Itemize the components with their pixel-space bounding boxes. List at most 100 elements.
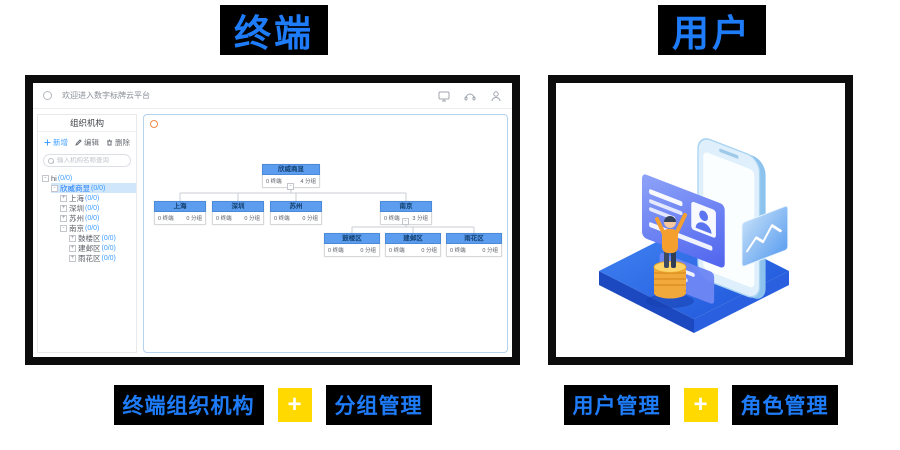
tree-item-label: 上海 [69, 193, 84, 203]
node-title: 深圳 [212, 201, 264, 212]
node-title: 鼓楼区 [324, 233, 380, 244]
node-terminal-count: 0 终端 [216, 216, 232, 222]
org-tree-sidebar: 组织机构 新增 编辑 删除 [37, 114, 137, 353]
tree-item-hi[interactable]: - hi (0/0) [42, 173, 136, 183]
node-title: 苏州 [270, 201, 322, 212]
node-group-count: 0 分组 [482, 248, 498, 254]
section-title-terminal: 终端 [220, 5, 328, 55]
tree-expander-icon[interactable]: + [69, 244, 76, 252]
delete-org-button[interactable]: 删除 [106, 137, 130, 148]
footer-label-terminal-org: 终端组织机构 [113, 385, 264, 425]
collapse-toggle-icon[interactable]: - [287, 183, 294, 190]
pencil-icon [75, 139, 82, 146]
welcome-text: 欢迎进入数字标牌云平台 [62, 91, 150, 100]
tree-item-count: (0/0) [101, 244, 116, 252]
tree-item-count: (0/0) [85, 204, 100, 212]
node-title: 上海 [154, 201, 206, 212]
footer-label-group-management: 分组管理 [325, 385, 432, 425]
header-actions [438, 90, 502, 102]
org-chart-node-shanghai[interactable]: 上海 0 终端 0 分组 [154, 201, 206, 225]
tree-expander-icon[interactable]: - [51, 184, 58, 192]
node-title: 南京 [380, 201, 432, 212]
node-group-count: 0 分组 [186, 216, 202, 222]
tree-item-count: (0/0) [57, 174, 73, 182]
org-search-input[interactable] [57, 157, 126, 164]
tree-expander-icon[interactable]: + [60, 214, 67, 222]
user-footer: 用户管理 + 角色管理 [548, 383, 853, 427]
section-title-terminal-text: 终端 [234, 13, 314, 54]
add-org-button[interactable]: 新增 [44, 137, 68, 148]
tree-expander-icon[interactable]: + [69, 234, 76, 242]
node-group-count: 0 分组 [244, 216, 260, 222]
tree-item-label: hi [51, 173, 57, 183]
tree-item-label: 欣威商显 [60, 183, 90, 193]
section-title-user-text: 用户 [672, 13, 752, 54]
tree-item-gulou[interactable]: + 鼓楼区 (0/0) [69, 233, 136, 243]
tree-expander-icon[interactable]: + [69, 254, 76, 262]
trash-icon [107, 139, 112, 146]
tree-item-nanjing[interactable]: - 南京 (0/0) [60, 223, 136, 233]
node-group-count: 4 分组 [300, 179, 316, 185]
node-title: 建邺区 [385, 233, 441, 244]
user-icon[interactable] [490, 90, 502, 102]
tree-item-count: (0/0) [91, 184, 106, 192]
org-chart-node-yuhua[interactable]: 雨花区 0 终端 0 分组 [446, 233, 502, 257]
org-tree: - hi (0/0) - 欣威商显 (0/0) + 上海 (0/0) + 深圳 [38, 171, 136, 263]
app-header: 欢迎进入数字标牌云平台 [33, 83, 512, 109]
node-group-count: 0 分组 [421, 248, 437, 254]
sidebar-title: 组织机构 [38, 115, 136, 132]
coin-stack [653, 261, 687, 299]
chart-card [741, 205, 789, 267]
tree-item-count: (0/0) [85, 214, 100, 222]
tree-item-suzhou[interactable]: + 苏州 (0/0) [60, 213, 136, 223]
node-group-count: 0 分组 [302, 216, 318, 222]
node-group-count: 3 分组 [412, 216, 428, 222]
headset-icon[interactable] [464, 90, 476, 102]
org-chart-node-root[interactable]: 欣威商显 0 终端 4 分组 [262, 164, 320, 188]
refresh-icon[interactable] [150, 120, 158, 128]
collapse-toggle-icon[interactable]: - [402, 218, 409, 225]
terminal-footer: 终端组织机构 + 分组管理 [25, 383, 520, 427]
node-terminal-count: 0 终端 [158, 216, 174, 222]
tree-item-label: 苏州 [69, 213, 84, 223]
avatar-icon [691, 201, 716, 238]
tree-item-label: 南京 [69, 223, 84, 233]
tree-expander-icon[interactable]: + [60, 194, 67, 202]
plus-icon [44, 139, 51, 146]
tree-item-label: 鼓楼区 [78, 233, 101, 243]
node-title: 欣威商显 [262, 164, 320, 175]
edit-org-button[interactable]: 编辑 [75, 137, 99, 148]
tree-expander-icon[interactable]: - [60, 224, 67, 232]
edit-org-label: 编辑 [84, 138, 99, 147]
node-terminal-count: 0 终端 [266, 179, 282, 185]
tree-expander-icon[interactable]: - [42, 174, 49, 182]
tree-item-shenzhen[interactable]: + 深圳 (0/0) [60, 203, 136, 213]
plus-badge: + [277, 388, 312, 422]
tree-item-yuhua[interactable]: + 雨花区 (0/0) [69, 253, 136, 263]
org-chart-node-shenzhen[interactable]: 深圳 0 终端 0 分组 [212, 201, 264, 225]
tree-item-label: 深圳 [69, 203, 84, 213]
search-icon [48, 157, 54, 164]
tree-item-shanghai[interactable]: + 上海 (0/0) [60, 193, 136, 203]
tree-item-label: 建邺区 [78, 243, 101, 253]
node-terminal-count: 0 终端 [384, 216, 400, 222]
node-title: 雨花区 [446, 233, 502, 244]
user-illustration-panel [548, 75, 853, 365]
section-title-user: 用户 [658, 5, 766, 55]
monitor-icon[interactable] [438, 90, 450, 102]
footer-label-user-management: 用户管理 [563, 385, 670, 425]
tree-expander-icon[interactable]: + [60, 204, 67, 212]
node-group-count: 0 分组 [360, 248, 376, 254]
tree-item-jianye[interactable]: + 建邺区 (0/0) [69, 243, 136, 253]
sidebar-actions: 新增 编辑 删除 [38, 132, 136, 151]
node-terminal-count: 0 终端 [450, 248, 466, 254]
org-chart-node-suzhou[interactable]: 苏州 0 终端 0 分组 [270, 201, 322, 225]
tree-item-xinwei[interactable]: - 欣威商显 (0/0) [51, 183, 136, 193]
footer-label-role-management: 角色管理 [731, 385, 838, 425]
node-terminal-count: 0 终端 [274, 216, 290, 222]
tree-item-count: (0/0) [85, 224, 100, 232]
menu-circle-icon[interactable] [43, 91, 52, 100]
